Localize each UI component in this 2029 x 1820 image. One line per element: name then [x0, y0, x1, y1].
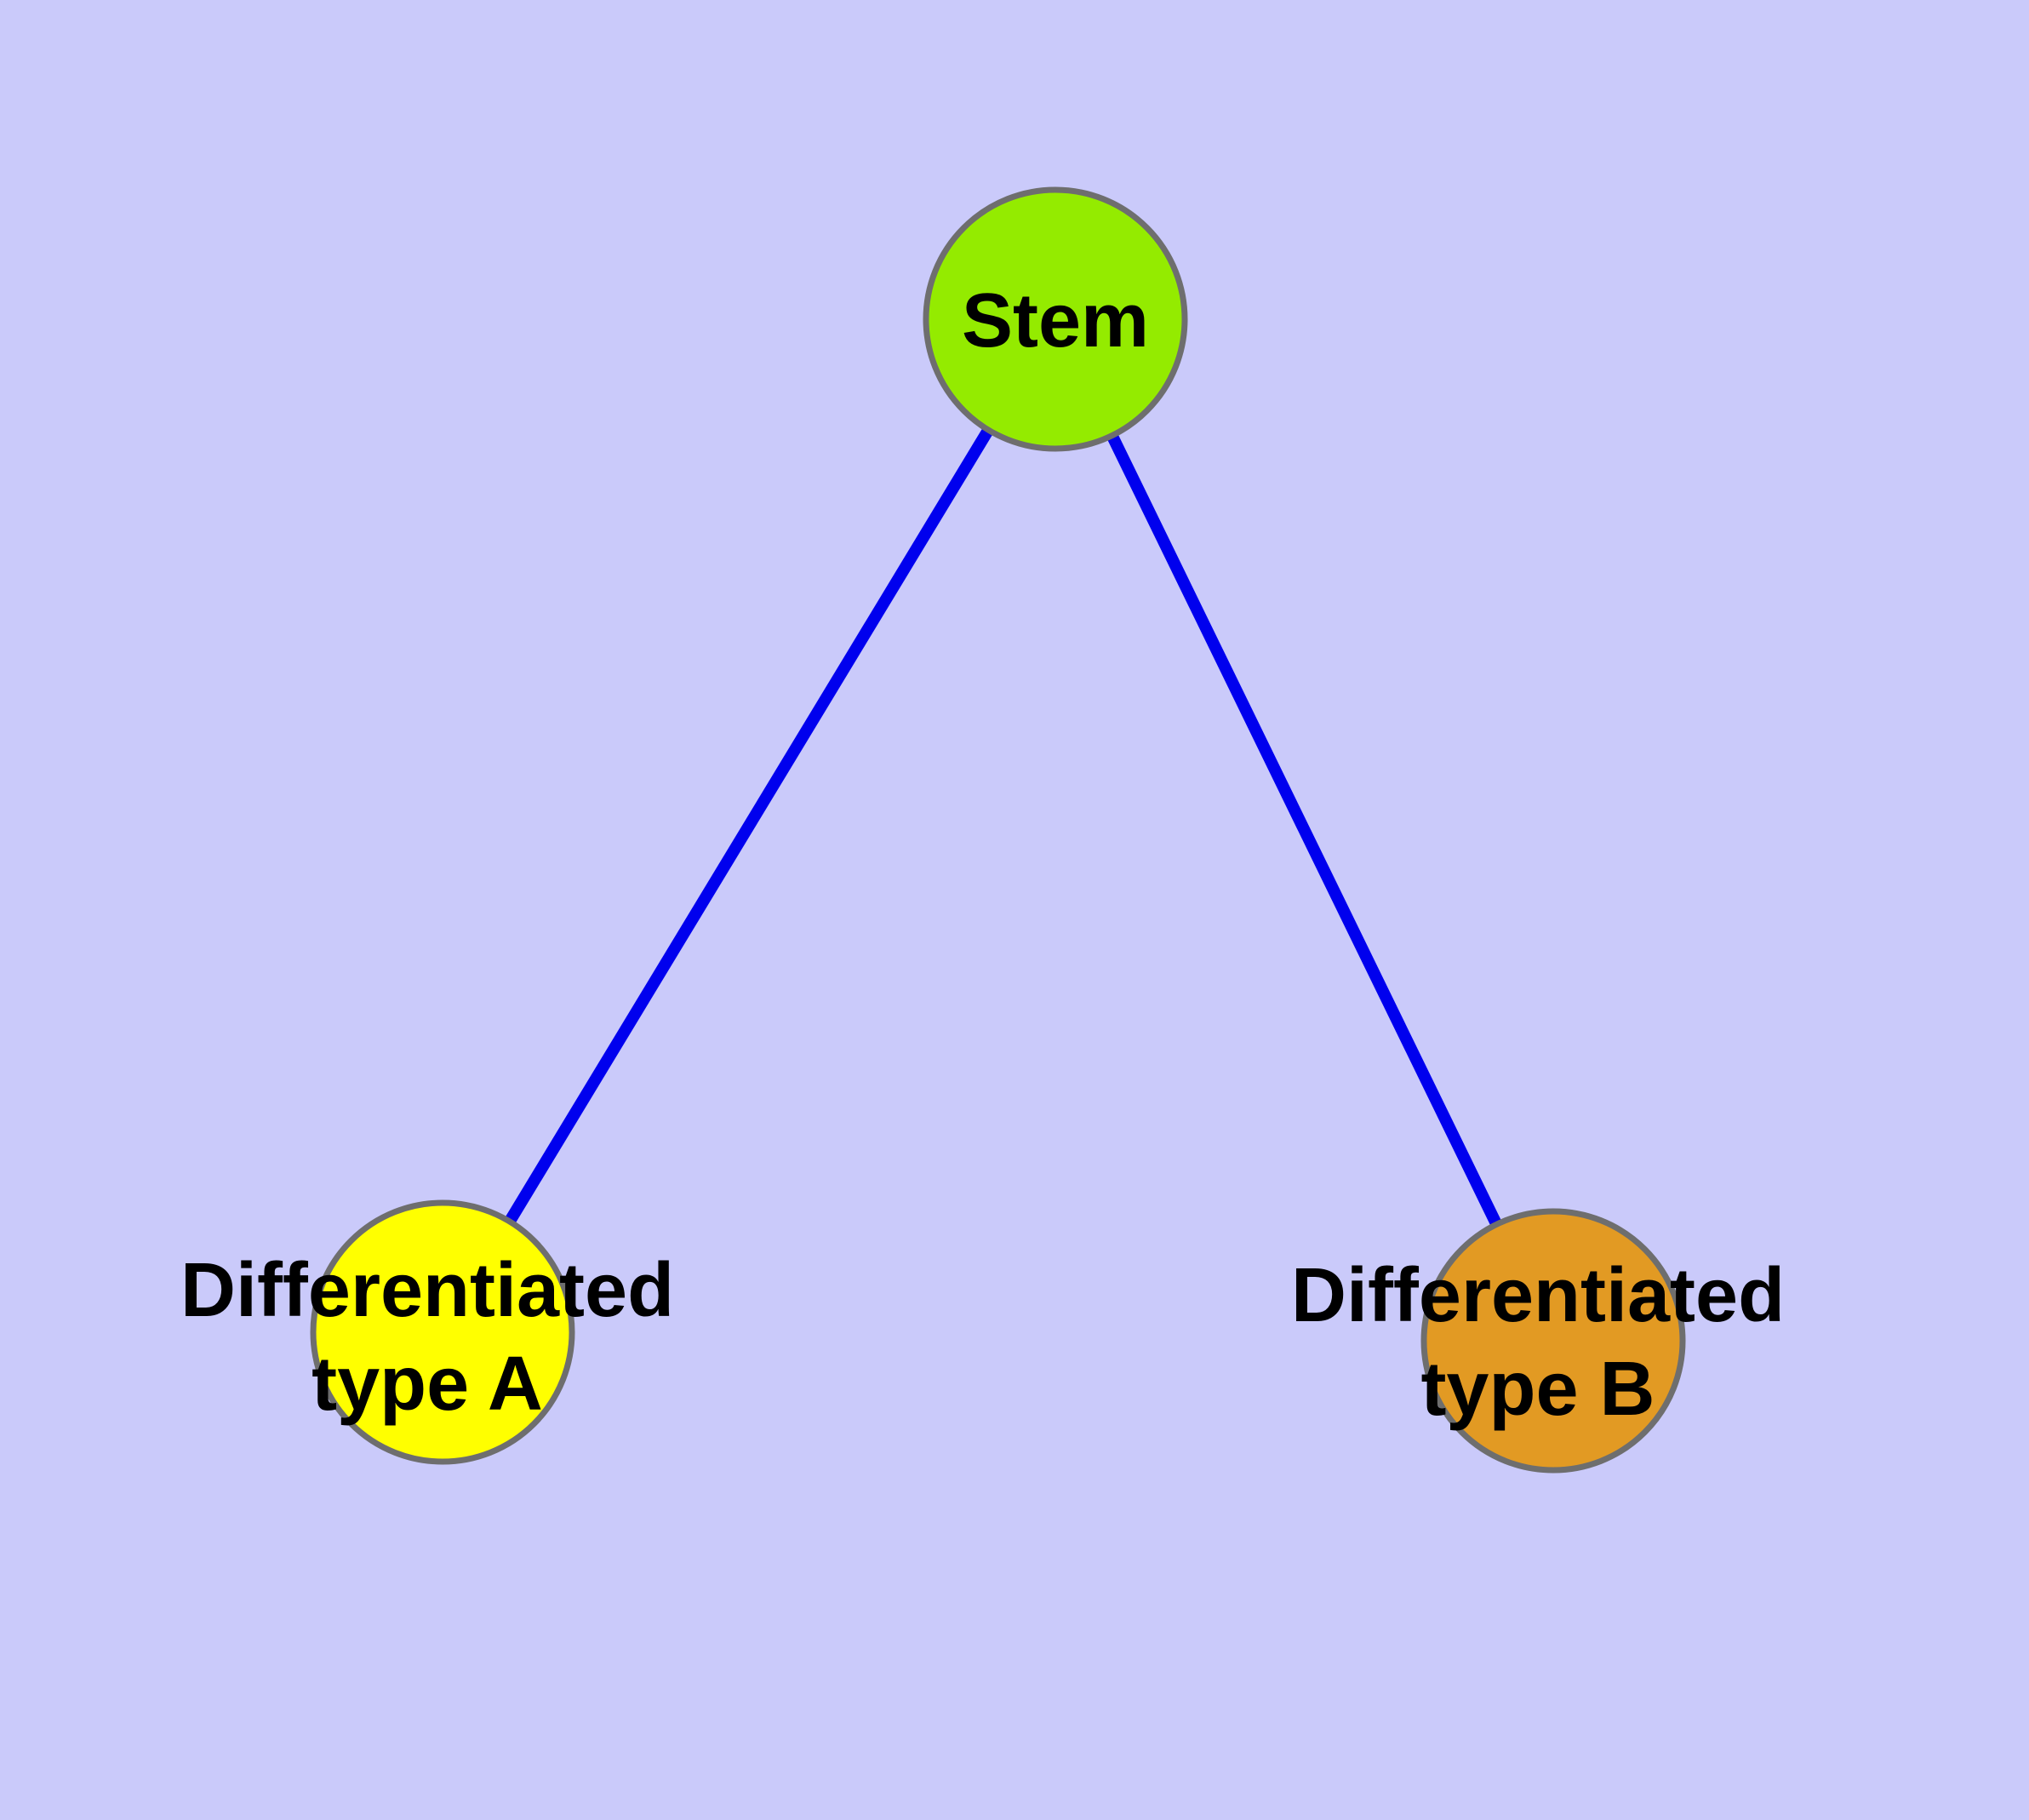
node-type-b-circle [1420, 1208, 1686, 1474]
node-stem-circle [923, 186, 1188, 452]
edge-stem-to-type-b [1049, 316, 1559, 1344]
node-type-a-circle [310, 1199, 575, 1465]
edge-stem-to-type-a [437, 316, 1060, 1336]
